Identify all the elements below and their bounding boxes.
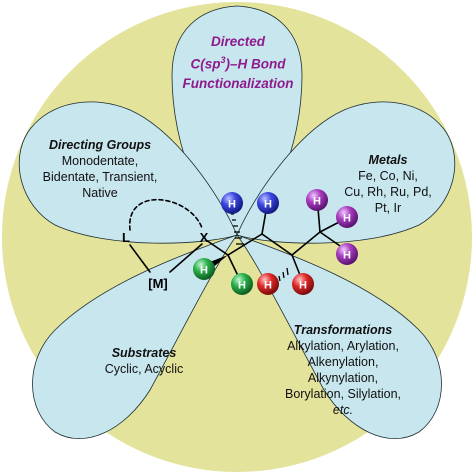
metals-line: Fe, Co, Ni, [358,169,418,183]
bond-c4-h-purple1 [317,207,321,233]
center-title-line2: C(sp3)–H Bond [168,51,308,74]
bond-c4-h-purple3 [319,231,344,249]
transformations-etc: etc. [332,403,354,417]
metals-line: Pt, Ir [374,201,402,215]
directing-groups-line: Native [82,186,118,200]
atom-h-label: H [228,199,236,211]
bond-c3-c4 [291,231,321,256]
atom-h-label: H [343,250,351,262]
atom-h-label: H [264,280,272,292]
center-title-line3: Functionalization [182,75,294,91]
petal-lower-left [32,234,239,440]
directing-groups-line: Bidentate, Transient, [42,170,158,184]
atom-h-red-2: H [292,273,314,295]
atom-h-label: H [238,280,246,292]
substrates-line: Cyclic, Acyclic [104,362,184,376]
metals-label: Metals Fe, Co, Ni, Cu, Rh, Ru, Pd, Pt, I… [320,152,456,216]
metals-line: Cu, Rh, Ru, Pd, [344,185,432,199]
bond-l-m [129,244,151,273]
bond-c2-h-blue2 [261,210,267,235]
transformations-line: Alkylation, Arylation, [287,339,399,353]
directing-groups-line: Monodentate, [61,154,139,168]
bond-m-x [169,243,203,273]
petal-group [18,5,456,440]
directing-groups-heading: Directing Groups [48,138,152,152]
atom-h-label: H [299,280,307,292]
atom-h-green-2: H [231,273,253,295]
atom-h-blue-2: H [257,192,279,214]
center-title: Directed C(sp3)–H Bond Functionalization [168,32,308,93]
bond-c1-c2 [227,233,263,256]
center-title-superscript: 3 [220,55,226,65]
hashed-bond-c1-h-blue1 [231,213,244,245]
petal-upper-right [236,101,456,244]
atom-h-purple-2: H [336,206,358,228]
transformations-line: Alkynylation, [307,371,379,385]
petal-upper-left [18,101,238,244]
transformations-heading: Transformations [293,323,393,337]
transformations-label: Transformations Alkylation, Arylation, A… [268,322,418,418]
center-title-line2-post: )–H Bond [225,56,286,72]
ligand-label: L [122,230,130,245]
metal-label: [M] [148,276,168,291]
atom-h-purple-1: H [306,189,328,211]
substrates-heading: Substrates [111,346,177,360]
atom-h-label: H [313,196,321,208]
directing-atom-label: X [200,230,209,245]
bond-c2-c3 [261,233,293,256]
atom-h-blue-1: H [221,192,243,214]
atom-h-label: H [200,265,208,277]
dashed-chelate-arc [129,198,203,231]
bond-x-c1 [205,239,229,256]
atom-h-label: H [264,199,272,211]
transformations-line: Borylation, Silylation, [284,387,402,401]
atom-h-red-1: H [257,273,279,295]
metals-heading: Metals [368,153,408,167]
atom-h-label: H [343,213,351,225]
center-title-line2-pre: C(sp [190,56,221,72]
atom-h-green-1: H [193,258,215,280]
center-title-line1: Directed [210,34,266,49]
transformations-line: Alkenylation, [307,355,379,369]
atom-h-purple-3: H [336,243,358,265]
petal-lower-right [235,234,442,440]
directing-groups-label: Directing Groups Monodentate, Bidentate,… [20,137,180,201]
substrates-label: Substrates Cyclic, Acyclic [80,345,208,377]
